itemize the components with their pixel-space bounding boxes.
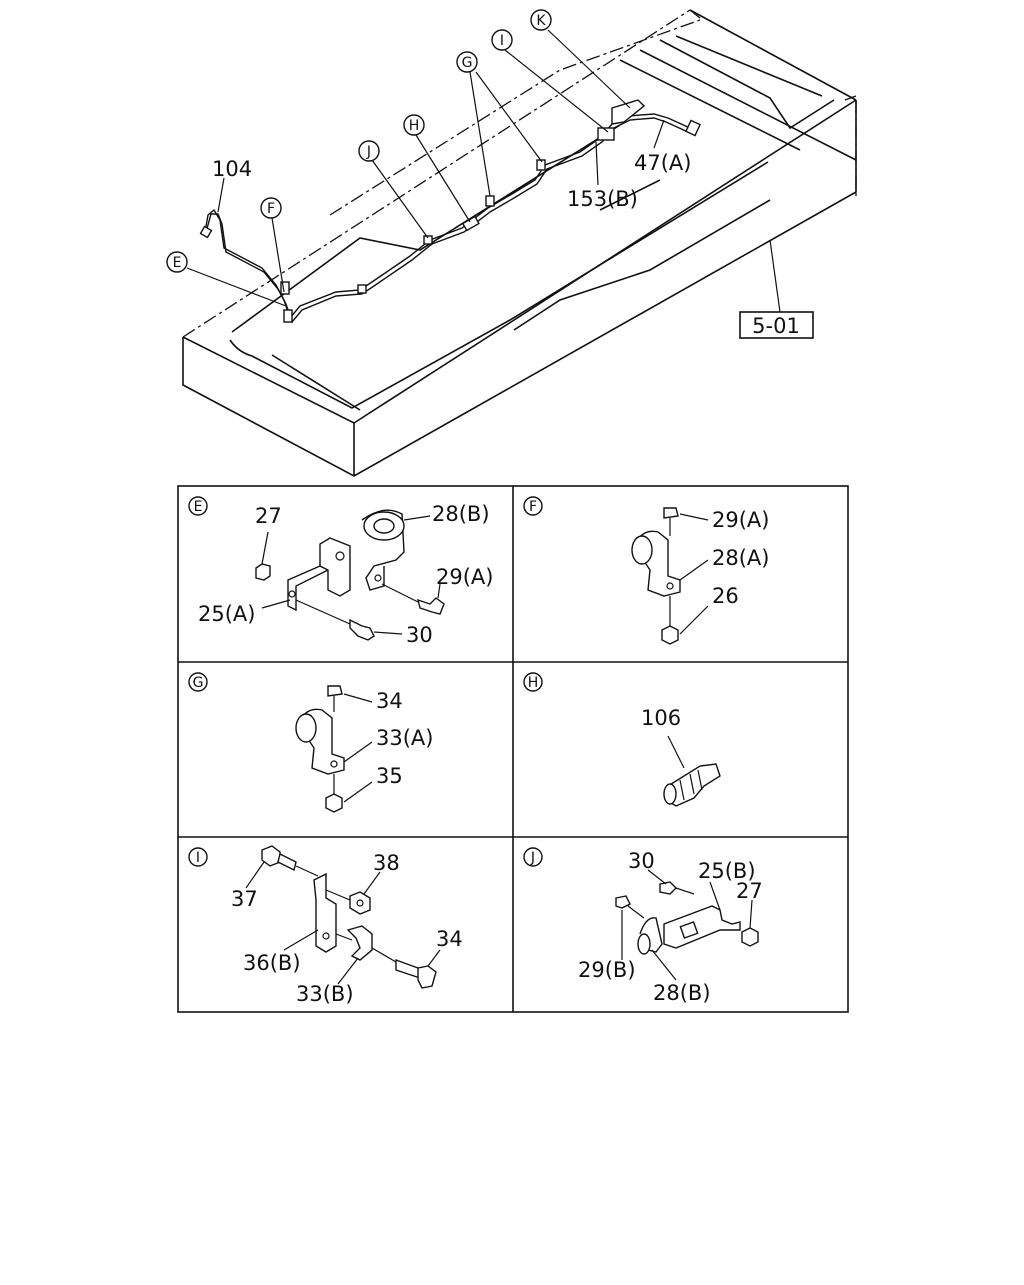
panel-h: H 106 <box>523 672 721 807</box>
label-36b: 36(B) <box>243 951 301 975</box>
svg-text:H: H <box>528 675 539 691</box>
label-30-j: 30 <box>628 849 655 873</box>
frame-rail <box>182 9 857 477</box>
label-28b-j: 28(B) <box>653 981 711 1005</box>
label-30: 30 <box>406 623 433 647</box>
label-34: 34 <box>376 689 403 713</box>
svg-text:I: I <box>500 33 504 49</box>
svg-text:J: J <box>530 850 535 866</box>
svg-text:G: G <box>193 675 204 691</box>
label-28b: 28(B) <box>432 502 490 526</box>
callout-h: H <box>403 114 425 136</box>
label-104: 104 <box>212 157 252 181</box>
panel-g: G 34 33(A) 35 <box>188 672 433 813</box>
ref-box-5-01: 5-01 <box>739 311 814 339</box>
label-33a: 33(A) <box>376 726 433 750</box>
panel-j: J 30 25(B) 27 29(B) 28(B) <box>523 847 763 1005</box>
label-34-i: 34 <box>436 927 463 951</box>
label-37: 37 <box>231 887 258 911</box>
label-25b: 25(B) <box>698 859 756 883</box>
label-47a: 47(A) <box>634 151 691 175</box>
svg-text:H: H <box>409 118 420 134</box>
callout-g: G <box>456 51 478 73</box>
label-106: 106 <box>641 706 681 730</box>
svg-text:K: K <box>536 13 546 29</box>
svg-text:E: E <box>194 499 203 515</box>
label-29a-f: 29(A) <box>712 508 769 532</box>
label-29a: 29(A) <box>436 565 493 589</box>
detail-grid <box>177 485 849 1013</box>
label-38: 38 <box>373 851 400 875</box>
label-28a: 28(A) <box>712 546 769 570</box>
label-26: 26 <box>712 584 739 608</box>
svg-text:G: G <box>462 55 473 71</box>
svg-text:5-01: 5-01 <box>752 314 800 338</box>
panel-e: E 27 28(B) 29(A) 25(A) 30 <box>188 496 493 647</box>
label-153b: 153(B) <box>567 187 638 211</box>
label-27-j: 27 <box>736 879 763 903</box>
svg-text:J: J <box>366 144 371 160</box>
main-leaders <box>186 29 781 313</box>
callout-i: I <box>491 29 513 51</box>
callout-j: J <box>358 140 380 162</box>
svg-text:E: E <box>173 255 182 271</box>
svg-text:F: F <box>529 499 537 515</box>
callout-k: K <box>530 9 552 31</box>
label-25a: 25(A) <box>198 602 255 626</box>
svg-text:F: F <box>267 201 275 217</box>
svg-text:I: I <box>196 850 200 866</box>
callout-e: E <box>166 251 188 273</box>
callout-f: F <box>260 197 282 219</box>
label-35: 35 <box>376 764 403 788</box>
panel-f: F 29(A) 28(A) 26 <box>523 496 769 645</box>
label-27: 27 <box>255 504 282 528</box>
brake-pipe <box>199 99 701 324</box>
label-33b: 33(B) <box>296 982 354 1006</box>
label-29b: 29(B) <box>578 958 636 982</box>
panel-i: I 37 38 36(B) 34 33(B) <box>188 845 463 1006</box>
